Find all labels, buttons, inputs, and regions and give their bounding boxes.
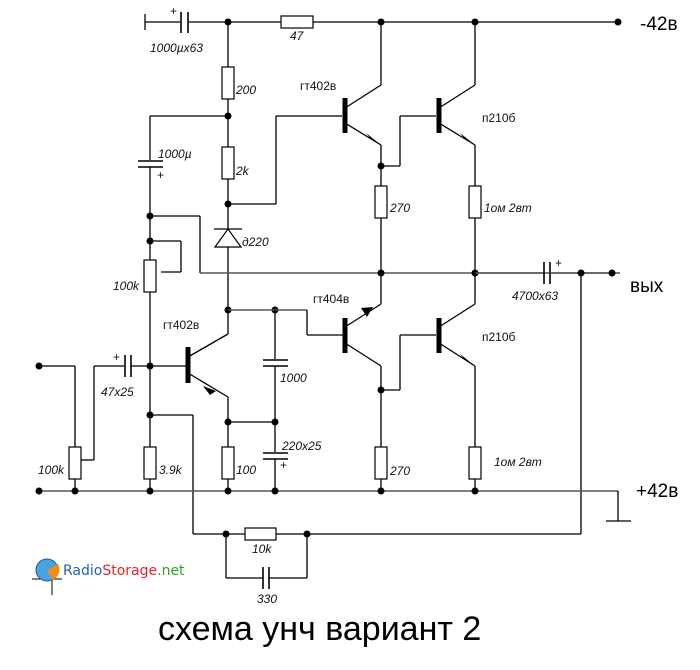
resistor-1ohm-bottom (468, 446, 482, 480)
positive-rail (35, 487, 631, 522)
potentiometer-100k-input (68, 446, 82, 480)
capacitor-1000u: + (138, 160, 164, 182)
label-r-200: 200 (235, 83, 256, 97)
label-r-3-9k: 3.9k (159, 463, 183, 477)
ground-terminal (35, 487, 43, 495)
label-c-1000u: 1000µ (158, 147, 192, 161)
label-q3: гт404в (313, 292, 349, 306)
label-c-1000: 1000 (280, 371, 307, 385)
negative-rail (144, 14, 622, 30)
transistor-q5-bottom-output (436, 273, 476, 447)
output-terminal (608, 269, 616, 277)
negative-terminal (614, 18, 622, 26)
label-r-270-bottom: 270 (389, 464, 410, 478)
label-d220: д220 (242, 235, 269, 249)
potentiometer-100k-feedback (143, 259, 157, 293)
diode-d220 (213, 227, 243, 248)
label-q2: гт402в (163, 318, 199, 332)
transistor-q1-top-driver (342, 22, 382, 186)
label-r-47: 47 (290, 29, 305, 43)
label-q1: гт402в (300, 79, 336, 93)
label-r-1ohm-top: 1ом 2вт (484, 201, 532, 215)
resistor-10k (244, 527, 277, 541)
resistor-270-bottom (374, 446, 388, 480)
resistor-100 (221, 446, 235, 480)
label-c-330: 330 (257, 592, 277, 606)
schematic-title: схема унч вариант 2 (158, 610, 481, 648)
label-r-270-top: 270 (389, 201, 410, 215)
resistor-2k (221, 146, 235, 180)
resistor-1ohm-top (468, 185, 482, 219)
transistor-q3-bottom-driver (342, 273, 382, 447)
label-pot-100k-in: 100k (38, 463, 65, 477)
svg-text:+: + (555, 256, 562, 270)
label-output: вых (630, 276, 664, 297)
resistor-47 (280, 15, 314, 29)
svg-text:+: + (113, 350, 120, 364)
label-q5: п210б (482, 330, 516, 344)
feedback-network (222, 527, 581, 589)
label-c-input: 47x25 (101, 385, 134, 399)
resistor-200 (221, 66, 235, 100)
resistor-270-top (374, 185, 388, 219)
capacitor-1000pf (263, 359, 288, 367)
label-positive-rail: +42в (636, 481, 678, 502)
radiostorage-logo[interactable]: RadioStorage.net (32, 558, 185, 595)
label-c-220: 220x25 (281, 439, 322, 453)
label-pot-100k-top: 100k (113, 279, 140, 293)
capacitor-supply: + (170, 4, 189, 33)
label-c-out: 4700x63 (512, 289, 558, 303)
label-r-10k: 10k (252, 542, 272, 556)
label-r-2k: 2k (235, 164, 250, 178)
svg-text:+: + (170, 4, 177, 18)
capacitor-output: + (475, 256, 612, 284)
svg-text:+: + (280, 458, 287, 472)
label-r-100: 100 (236, 463, 256, 477)
transistor-q2-input (150, 310, 229, 447)
transistor-q4-top-output (436, 22, 476, 186)
label-c-supply: 1000µx63 (150, 41, 203, 55)
svg-text:RadioStorage.net: RadioStorage.net (63, 563, 185, 579)
label-r-1ohm-bottom: 1ом 2вт (494, 455, 542, 469)
resistor-3-9k (143, 446, 157, 480)
svg-text:+: + (157, 168, 164, 182)
label-negative-rail: -42в (640, 14, 678, 35)
label-q4: п210б (482, 111, 516, 125)
capacitor-input: + (113, 350, 132, 377)
